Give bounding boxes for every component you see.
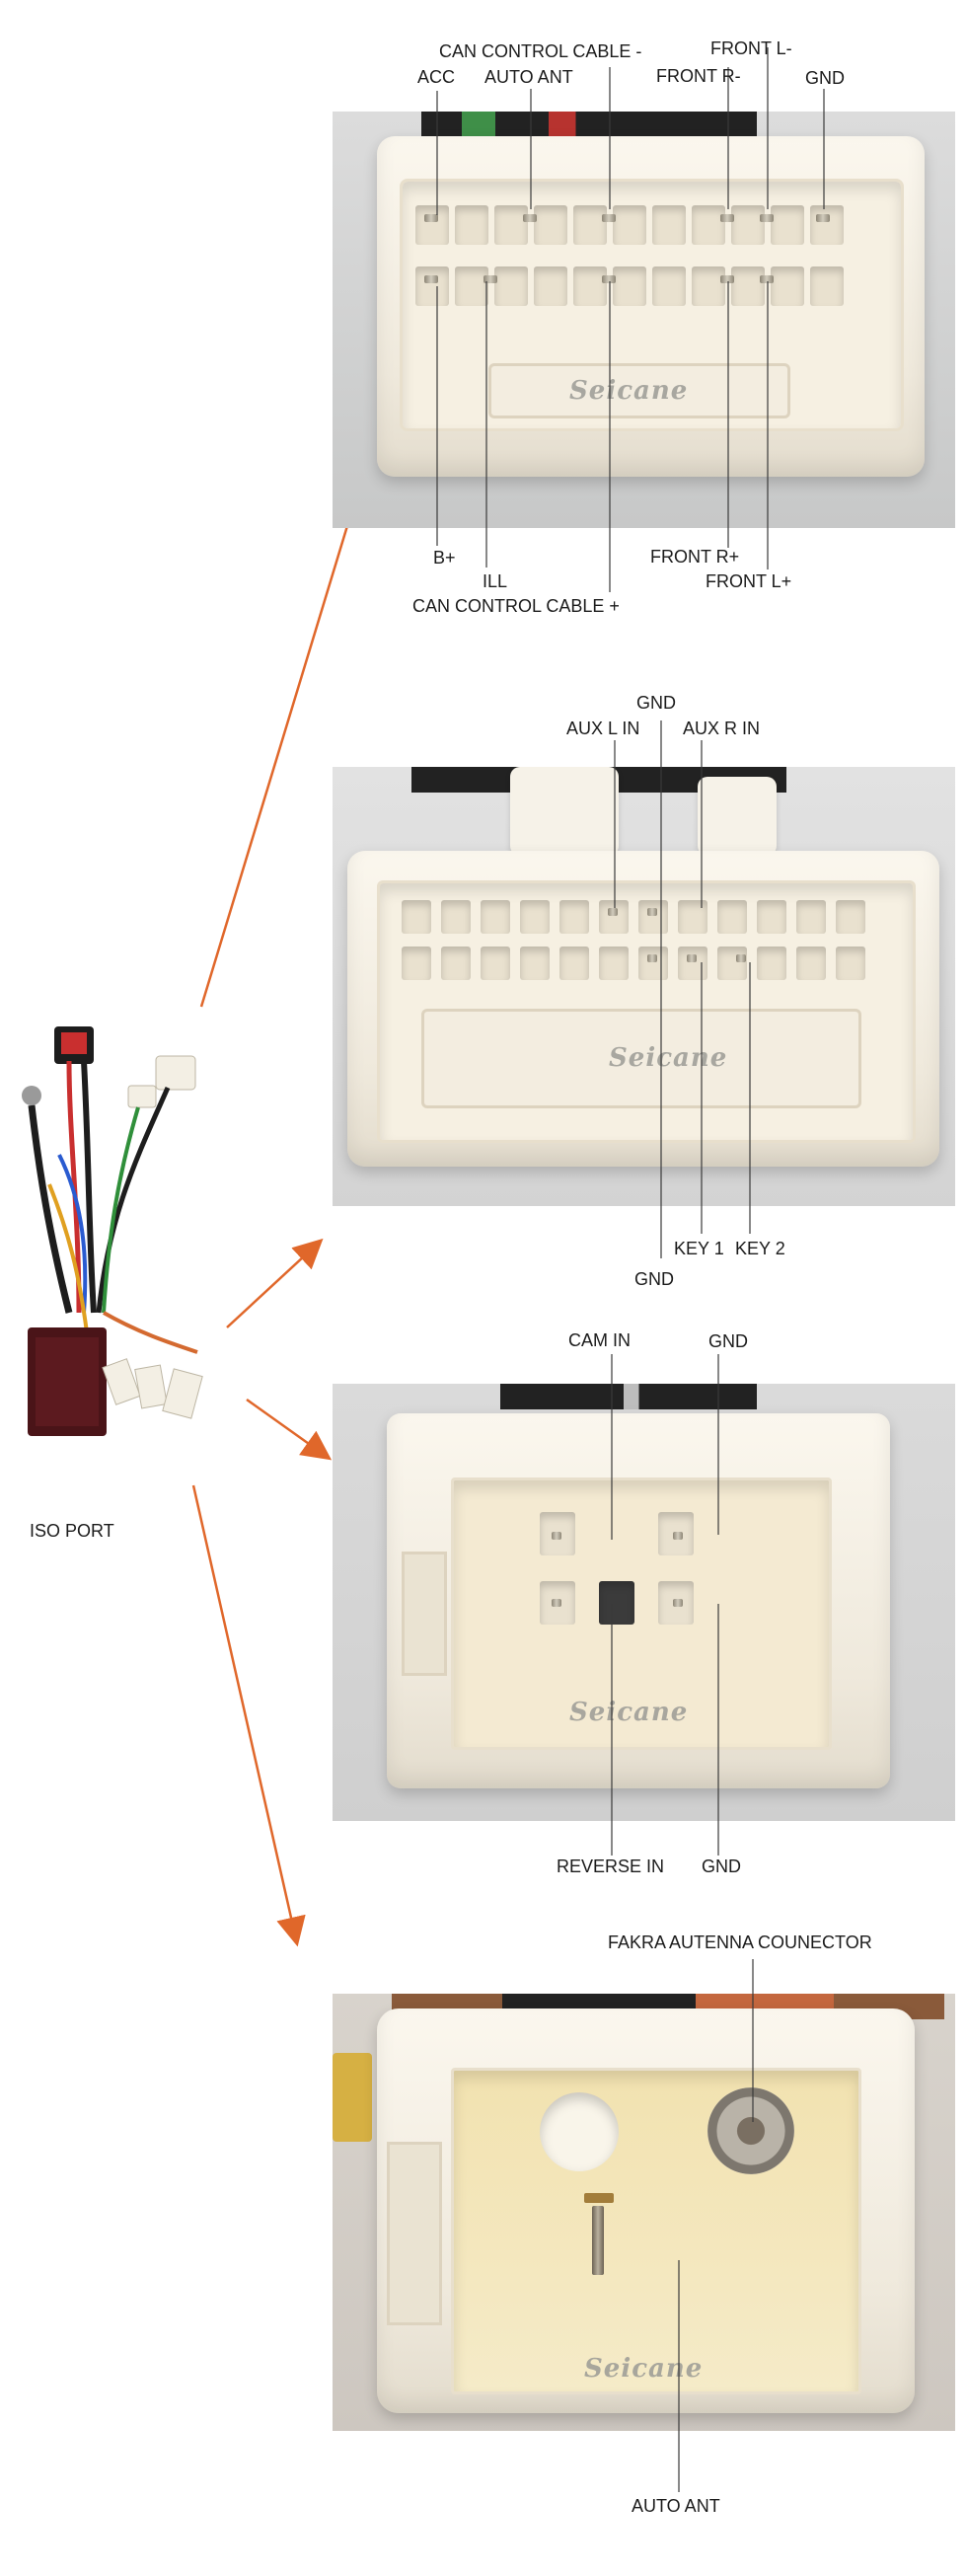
connector-4-yellow-tab: [333, 2053, 372, 2142]
arrow-to-connector-3: [246, 1398, 333, 1461]
connector-2-latch-top-2: [698, 777, 777, 856]
connector-2-latch-top: [510, 767, 619, 856]
label-front-l-plus: FRONT L+: [706, 571, 792, 591]
harness-illustration: [22, 1026, 203, 1436]
label-auto-ant-4: AUTO ANT: [632, 2496, 720, 2516]
connector-2-latch-bottom: [421, 1009, 861, 1108]
harness-image: [10, 1017, 217, 1451]
label-can-control-cable-plus: CAN CONTROL CABLE +: [412, 596, 620, 616]
connector-4-watermark: Seicane: [584, 2354, 704, 2384]
label-can-control-cable-minus: CAN CONTROL CABLE -: [439, 41, 642, 61]
label-ill: ILL: [483, 571, 508, 591]
label-aux-r-in: AUX R IN: [683, 719, 761, 738]
label-cam-in: CAM IN: [568, 1330, 631, 1350]
label-gnd-1: GND: [805, 68, 845, 88]
connector-4-side-slot: [387, 2142, 442, 2325]
connector-2-photo: Seicane: [333, 767, 955, 1206]
connector-4-round-port: [540, 2092, 619, 2171]
label-front-r-plus: FRONT R+: [650, 547, 740, 567]
connector-3-watermark: Seicane: [569, 1698, 689, 1727]
label-key-2: KEY 2: [735, 1239, 785, 1258]
connector-3-wires: [500, 1384, 757, 1409]
label-auto-ant: AUTO ANT: [484, 67, 573, 87]
arrow-to-connector-1: [199, 476, 368, 1008]
harness-caption: ISO PORT: [30, 1521, 114, 1541]
connector-4-center-pin: [592, 2206, 604, 2275]
fakra-port-icon: [707, 2087, 794, 2174]
connector-4-photo: Seicane: [333, 1994, 955, 2431]
label-gnd-2-bottom: GND: [634, 1269, 674, 1289]
connector-1-wires: [421, 112, 757, 137]
arrow-to-connector-4: [191, 1484, 306, 1947]
label-b-plus: B+: [433, 548, 456, 568]
label-fakra-autenna-counector: FAKRA AUTENNA COUNECTOR: [608, 1932, 872, 1952]
connector-4-pin-cap: [584, 2193, 614, 2203]
label-gnd-2-top: GND: [636, 693, 676, 713]
connector-1-latch: [488, 363, 790, 418]
label-front-l-minus: FRONT L-: [710, 38, 792, 58]
arrow-to-connector-2: [226, 1238, 324, 1328]
connector-2-watermark: Seicane: [609, 1043, 728, 1073]
label-acc: ACC: [417, 67, 456, 87]
label-front-r-minus: FRONT R-: [656, 66, 741, 86]
connector-3-side-slot: [402, 1552, 447, 1676]
label-key-1: KEY 1: [674, 1239, 724, 1258]
connector-3-cavity: [451, 1477, 832, 1750]
connector-1-watermark: Seicane: [569, 376, 689, 406]
label-gnd-3-top: GND: [708, 1331, 748, 1351]
connector-3-photo: Seicane: [333, 1384, 955, 1821]
label-reverse-in: REVERSE IN: [557, 1856, 665, 1876]
connector-1-photo: Seicane: [333, 112, 955, 528]
label-gnd-3-bottom: GND: [702, 1856, 741, 1876]
label-aux-l-in: AUX L IN: [566, 719, 640, 738]
